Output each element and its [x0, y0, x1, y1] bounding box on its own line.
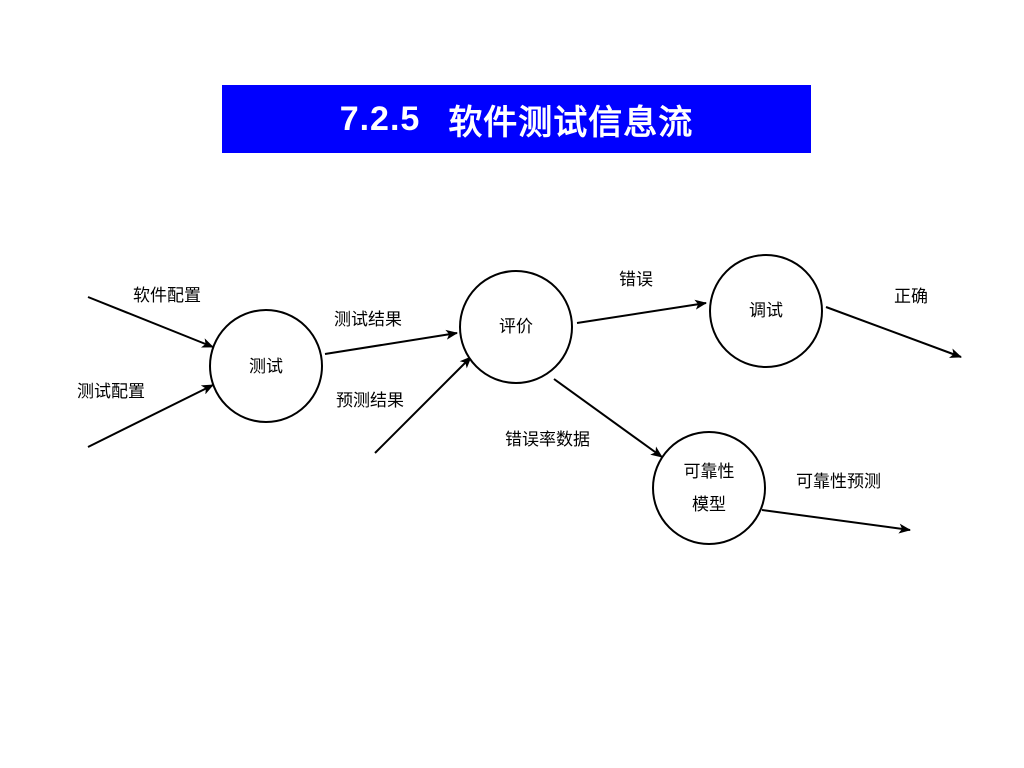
- node-reliability-label-line2: 模型: [692, 495, 726, 515]
- label-reliability-prediction: 可靠性预测: [796, 472, 881, 492]
- node-debug: 调试: [709, 254, 823, 368]
- arrow-error: [576, 299, 707, 324]
- label-error-rate-data: 错误率数据: [505, 430, 590, 450]
- node-test-label: 测试: [249, 357, 283, 377]
- node-evaluate-label: 评价: [499, 317, 533, 337]
- arrow-test-result: [324, 329, 458, 355]
- label-error: 错误: [619, 270, 653, 290]
- label-test-config: 测试配置: [77, 382, 145, 402]
- slide-title-number: 7.2.5: [339, 99, 421, 138]
- node-debug-label: 调试: [749, 301, 783, 321]
- label-predicted-result: 预测结果: [336, 391, 404, 411]
- label-test-result: 测试结果: [334, 310, 402, 330]
- arrow-predicted-result: [374, 356, 472, 454]
- node-evaluate: 评价: [459, 270, 573, 384]
- node-test: 测试: [209, 309, 323, 423]
- node-reliability-label-line1: 可靠性: [684, 462, 735, 482]
- label-correct: 正确: [894, 287, 928, 307]
- arrow-software-config: [87, 296, 214, 348]
- slide-title: 7.2.5 软件测试信息流: [222, 85, 811, 153]
- arrow-correct: [825, 306, 962, 358]
- node-reliability-model: 可靠性 模型: [652, 431, 766, 545]
- arrow-reliability-prediction: [761, 509, 911, 534]
- arrow-error-rate-data: [553, 378, 663, 458]
- arrow-test-config: [87, 384, 214, 448]
- slide-title-text: 软件测试信息流: [448, 103, 694, 142]
- label-software-config: 软件配置: [133, 286, 201, 306]
